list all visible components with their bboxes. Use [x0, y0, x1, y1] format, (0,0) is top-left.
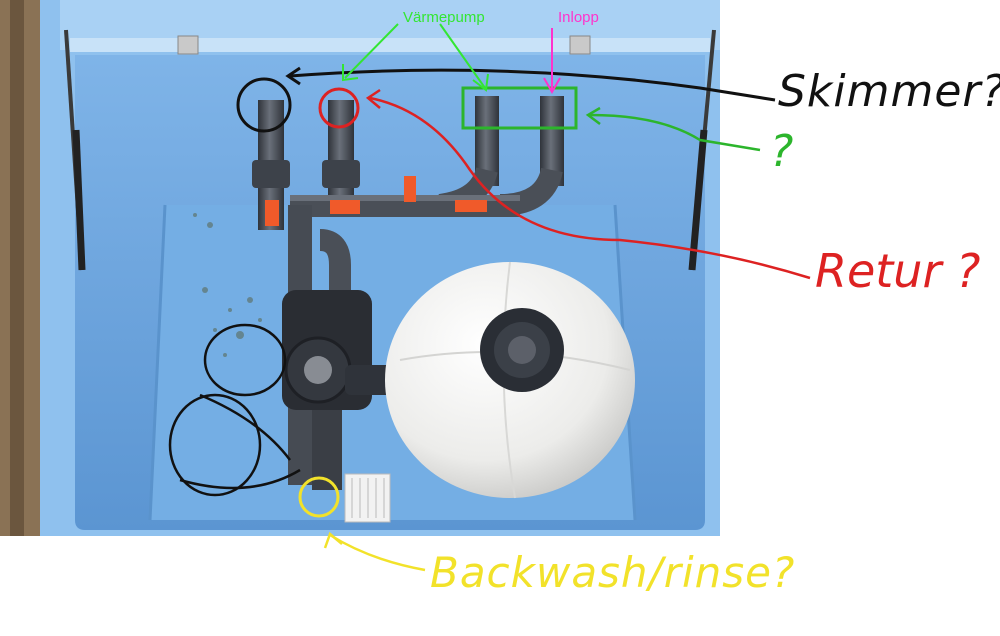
sand-filter-tank [385, 261, 635, 499]
varmepump-arrow-right [439, 23, 486, 89]
green-pointer-line [589, 113, 761, 152]
valve-handle [330, 200, 360, 214]
retur-label: Retur ? [815, 244, 981, 298]
backwash-marker-circle [298, 476, 340, 518]
coiled-cable [168, 323, 301, 497]
varmepump-label: Värmepump [403, 9, 485, 26]
multiport-valve [282, 290, 395, 490]
skimmer-marker-circle [236, 77, 292, 133]
photo-region [0, 0, 720, 536]
dirt-spots [193, 213, 262, 357]
valve-handle [265, 200, 279, 226]
inlopp-label: Inlopp [558, 9, 599, 26]
green-marker-box [461, 86, 578, 130]
backwash-pointer-line [329, 533, 426, 572]
hinge-right [569, 35, 591, 55]
retur-marker-circle [318, 87, 360, 129]
valve-handle [404, 176, 416, 202]
retur-pointer-line [369, 96, 811, 280]
skimmer-label: Skimmer? [778, 66, 1000, 117]
green-question-label: ? [770, 126, 794, 177]
backwash-label: Backwash/rinse? [430, 548, 796, 597]
valve-handle [455, 200, 487, 212]
hinge-left [177, 35, 199, 55]
varmepump-arrow-left [344, 23, 399, 79]
